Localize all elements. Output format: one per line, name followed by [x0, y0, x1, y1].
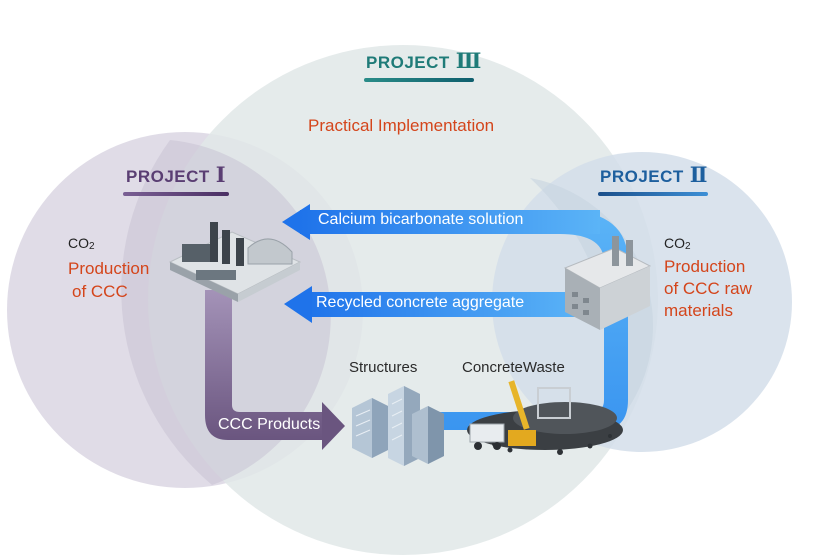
project-2-co2-sub: 2	[685, 241, 691, 252]
products-arrowhead	[322, 402, 345, 450]
project-2-desc-line1: Production	[664, 257, 746, 276]
bicarbonate-arrow-body	[300, 210, 600, 234]
project-1-numeral: Ⅰ	[215, 162, 227, 187]
project-1-title: PROJECT Ⅰ	[126, 162, 226, 187]
project-2-title: PROJECT Ⅱ	[600, 162, 708, 187]
project-1-label: PROJECT	[126, 167, 210, 186]
project-1-desc-line2: of CCC	[72, 282, 128, 301]
factory-icon	[168, 222, 302, 302]
buildings-icon	[352, 386, 444, 466]
aggregate-flow-label: Recycled concrete aggregate	[316, 294, 525, 311]
concrete-waste-icon	[467, 380, 623, 455]
project-2-co2: CO2	[664, 235, 691, 252]
project-2-desc-line3: materials	[664, 301, 733, 320]
aggregate-arrow-body	[305, 292, 585, 317]
aggregate-arrowhead	[284, 286, 312, 323]
products-arrow-body	[205, 290, 325, 440]
products-flow-label: CCC Products	[218, 416, 321, 433]
project-2-desc-line2: of CCC raw	[664, 279, 752, 298]
project-3-underline	[364, 78, 474, 82]
project-3-subtitle: Practical Implementation	[308, 116, 495, 135]
project-3-title: PROJECT Ⅲ	[366, 48, 482, 73]
project-2-underline	[598, 192, 708, 196]
project-2-numeral: Ⅱ	[689, 162, 708, 187]
concrete-waste-label: ConcreteWaste	[462, 359, 565, 376]
project-2-co2-text: CO	[664, 235, 685, 251]
project-3-numeral: Ⅲ	[455, 48, 482, 73]
structures-label: Structures	[349, 359, 418, 376]
bicarbonate-flow-label: Calcium bicarbonate solution	[318, 211, 524, 228]
project-3-label: PROJECT	[366, 53, 450, 72]
project-2-label: PROJECT	[600, 167, 684, 186]
project-1-co2-sub: 2	[89, 241, 95, 252]
project-1-underline	[123, 192, 229, 196]
project-1-co2-text: CO	[68, 235, 89, 251]
project-1-co2: CO2	[68, 235, 95, 252]
plant-icon	[563, 236, 652, 330]
project-1-desc-line1: Production	[68, 259, 150, 278]
